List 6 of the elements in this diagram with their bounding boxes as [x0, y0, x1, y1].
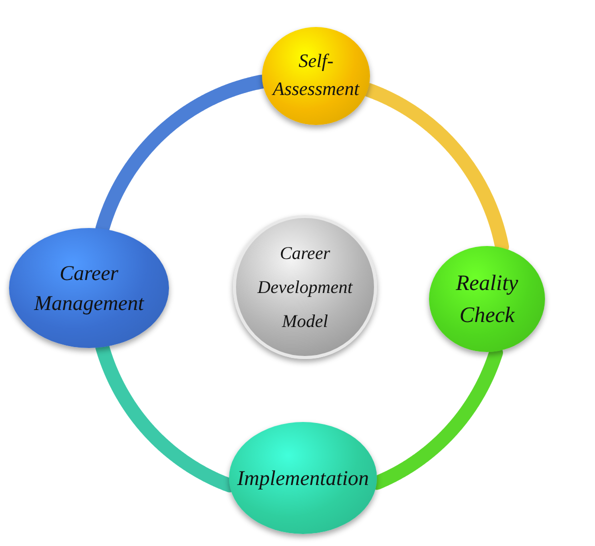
node-label: Reality Check	[454, 269, 520, 329]
node-label: Implementation	[236, 464, 370, 492]
node-label: Career Management	[33, 260, 146, 317]
node-label: Career Development Model	[256, 242, 354, 334]
stage-ellipse	[262, 27, 370, 125]
node-label: Self-Assessment	[270, 50, 360, 102]
